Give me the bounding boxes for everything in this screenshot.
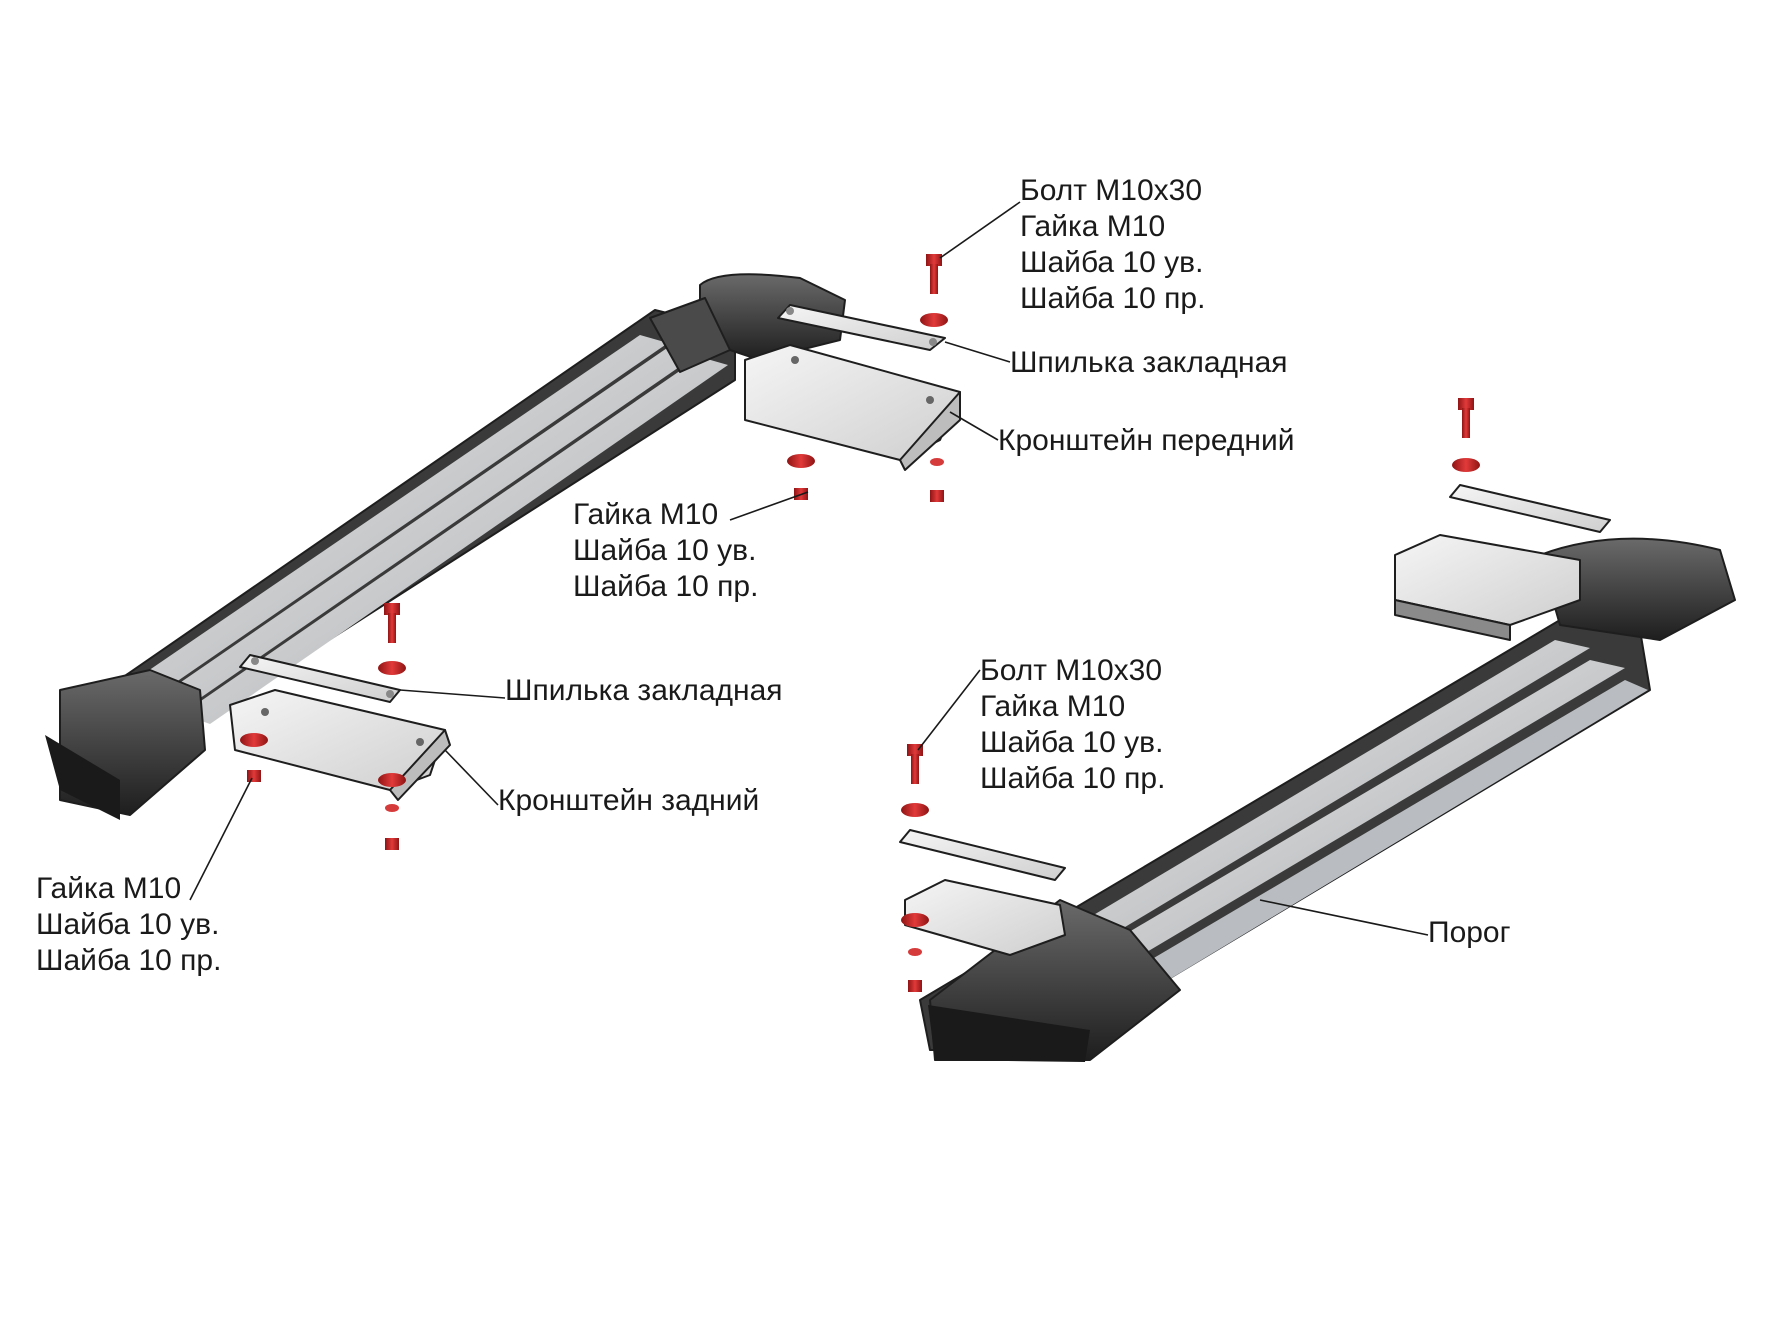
callout-right-bolt-line: Гайка М10 bbox=[980, 690, 1125, 723]
fasteners bbox=[240, 254, 1480, 992]
small-washer-icon bbox=[385, 804, 399, 812]
callout-left-mid-line: Шайба 10 ув. bbox=[573, 534, 756, 567]
washer-icon bbox=[378, 773, 406, 787]
left-board-front-cap-ridge bbox=[649, 297, 731, 373]
bolt-front-icon bbox=[926, 254, 942, 294]
bolt-right-front-icon bbox=[1458, 398, 1474, 438]
nut-icon bbox=[930, 490, 944, 502]
bolt-rear-icon bbox=[384, 603, 400, 643]
small-washer-icon bbox=[908, 948, 922, 956]
nut-icon bbox=[385, 838, 399, 850]
bolt-right-rear-icon bbox=[907, 744, 923, 784]
callout-left-rear-line: Шайба 10 пр. bbox=[36, 944, 221, 977]
callout-front-stud: Шпилька закладная bbox=[1010, 346, 1288, 379]
callout-right-bolt-line: Болт М10х30 bbox=[980, 654, 1162, 687]
washer-icon bbox=[901, 913, 929, 927]
rear-stud-plate bbox=[239, 654, 401, 703]
callout-left-rear-nut-set: Гайка М10 Шайба 10 ув. Шайба 10 пр. bbox=[36, 872, 221, 977]
right-rear-bracket bbox=[904, 879, 1066, 956]
nut-icon bbox=[908, 980, 922, 992]
right-front-stud-plate bbox=[1449, 484, 1611, 533]
right-board-front-cap bbox=[1539, 537, 1736, 641]
front-bracket bbox=[744, 344, 961, 471]
callout-front-bolt-line: Гайка М10 bbox=[1020, 210, 1165, 243]
washer-icon bbox=[240, 733, 268, 747]
callout-right-bolt-line: Шайба 10 ув. bbox=[980, 726, 1163, 759]
right-rear-stud-plate bbox=[899, 829, 1066, 881]
callout-left-rear-line: Шайба 10 ув. bbox=[36, 908, 219, 941]
left-board-rear-cap-bottom bbox=[45, 735, 120, 820]
leader-lines bbox=[189, 201, 1429, 936]
left-board-tread-c bbox=[182, 357, 728, 724]
right-front-bracket bbox=[1394, 534, 1581, 641]
left-board-tread-a bbox=[120, 335, 668, 700]
right-board-rear-cap-bottom bbox=[928, 1005, 1090, 1062]
callout-right-bolt-line: Шайба 10 пр. bbox=[980, 762, 1165, 795]
callout-left-rear-line: Гайка М10 bbox=[36, 872, 181, 905]
callout-front-bracket: Кронштейн передний bbox=[998, 424, 1294, 457]
callout-rear-stud: Шпилька закладная bbox=[505, 674, 783, 707]
washer-icon bbox=[787, 454, 815, 468]
callout-left-mid-nut-set: Гайка М10 Шайба 10 ув. Шайба 10 пр. bbox=[573, 498, 758, 603]
washer-icon bbox=[1452, 458, 1480, 472]
callout-step-board: Порог bbox=[1428, 916, 1511, 949]
callout-front-bolt-line: Шайба 10 ув. bbox=[1020, 246, 1203, 279]
right-step-board bbox=[919, 537, 1736, 1062]
rear-bracket bbox=[229, 689, 451, 801]
callout-rear-bracket: Кронштейн задний bbox=[498, 784, 759, 817]
callout-front-bolt-line: Болт М10х30 bbox=[1020, 174, 1202, 207]
washer-icon bbox=[920, 313, 948, 327]
washer-icon bbox=[378, 661, 406, 675]
left-board-front-cap bbox=[699, 273, 846, 361]
right-board-tread-b bbox=[1090, 660, 1625, 965]
washer-icon bbox=[901, 803, 929, 817]
callout-front-bolt-line: Шайба 10 пр. bbox=[1020, 282, 1205, 315]
front-stud-plate bbox=[777, 304, 946, 351]
left-step-board bbox=[45, 273, 846, 820]
callout-left-mid-line: Гайка М10 bbox=[573, 498, 718, 531]
right-board-tread-a bbox=[1060, 640, 1590, 945]
callout-right-bolt-set: Болт М10х30 Гайка М10 Шайба 10 ув. Шайба… bbox=[980, 654, 1165, 795]
small-washer-icon bbox=[930, 458, 944, 466]
callout-left-mid-line: Шайба 10 пр. bbox=[573, 570, 758, 603]
right-board-tread-c bbox=[1125, 680, 1648, 985]
callout-front-bolt-set: Болт М10х30 Гайка М10 Шайба 10 ув. Шайба… bbox=[1020, 174, 1205, 315]
left-board-tread-b bbox=[152, 346, 698, 712]
nut-icon bbox=[247, 770, 261, 782]
